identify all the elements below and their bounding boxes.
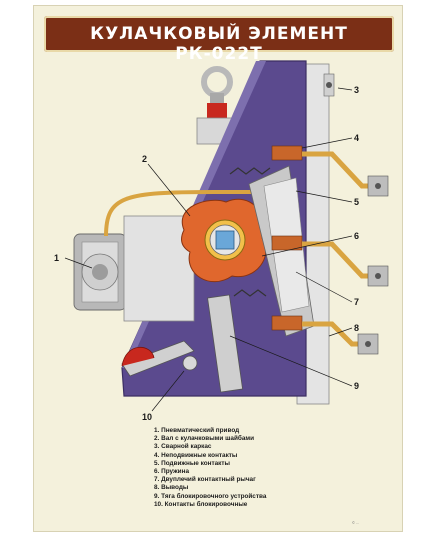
legend-item: 9. Тяга блокировочного устройства bbox=[154, 492, 267, 500]
cam-shaft bbox=[181, 198, 267, 283]
copyright-mark: © ... bbox=[352, 520, 360, 525]
legend-item: 7. Двуплечий контактный рычаг bbox=[154, 476, 256, 484]
legend-item: 2. Вал с кулачковыми шайбами bbox=[154, 435, 255, 443]
legend-item: 4. Неподвижные контакты bbox=[154, 451, 238, 459]
callout-3: 3 bbox=[354, 85, 359, 95]
pneumatic-drive bbox=[73, 190, 264, 322]
callout-1: 1 bbox=[54, 253, 59, 263]
interlock-contacts bbox=[121, 340, 198, 377]
leader-lines bbox=[64, 87, 353, 412]
legend-list: 1. Пневматический привод 2. Вал с кулачк… bbox=[154, 427, 266, 509]
callout-6: 6 bbox=[354, 231, 359, 241]
legend-item: 10. Контакты блокировочные bbox=[154, 500, 248, 508]
legend-item: 5. Подвижные контакты bbox=[154, 459, 230, 467]
legend-item: 6. Пружина bbox=[154, 468, 190, 476]
callout-2: 2 bbox=[142, 154, 147, 164]
poster: КУЛАЧКОВЫЙ ЭЛЕМЕНТ РК-022Т bbox=[33, 5, 403, 532]
cam-element-diagram: 1 2 3 4 5 6 7 8 9 10 bbox=[54, 60, 389, 422]
terminals bbox=[302, 151, 389, 355]
legend-item: 8. Выводы bbox=[154, 484, 189, 492]
legend-item: 3. Сварной каркас bbox=[154, 443, 212, 451]
title-bar: КУЛАЧКОВЫЙ ЭЛЕМЕНТ РК-022Т bbox=[44, 16, 394, 64]
contact-assembly bbox=[207, 145, 315, 393]
callout-8: 8 bbox=[354, 323, 359, 333]
callout-5: 5 bbox=[354, 197, 359, 207]
poster-title: КУЛАЧКОВЫЙ ЭЛЕМЕНТ РК-022Т bbox=[90, 24, 348, 64]
callout-9: 9 bbox=[354, 381, 359, 391]
legend-item: 1. Пневматический привод bbox=[154, 427, 240, 434]
callout-4: 4 bbox=[354, 133, 359, 143]
callout-10: 10 bbox=[142, 412, 152, 422]
callout-7: 7 bbox=[354, 297, 359, 307]
